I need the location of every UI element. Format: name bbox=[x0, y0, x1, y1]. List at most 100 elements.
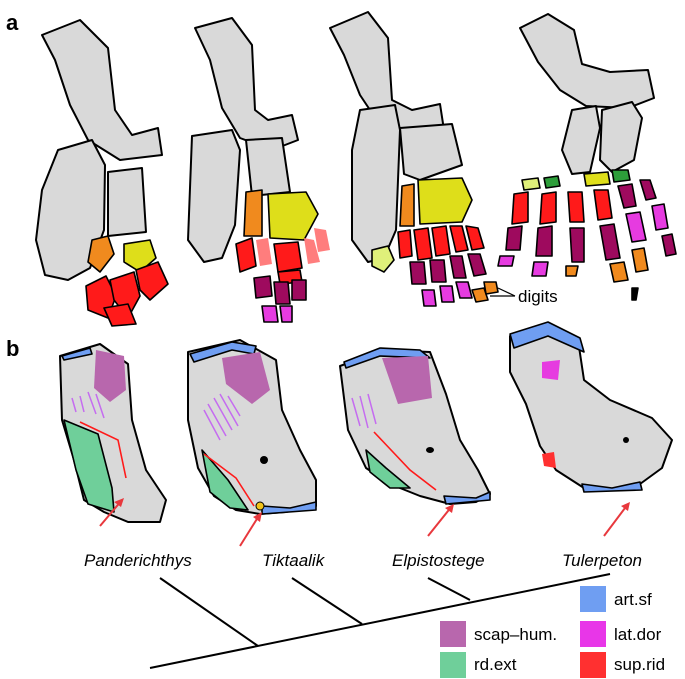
digit-a4-2b bbox=[535, 225, 553, 257]
ulna-a4 bbox=[599, 101, 643, 173]
digit-a4-tip bbox=[631, 287, 639, 301]
branch-panderichthys bbox=[159, 577, 259, 647]
legend-label-scap-hum: scap–hum. bbox=[474, 625, 557, 644]
humerus-a4 bbox=[519, 13, 655, 109]
foramen-b2 bbox=[260, 456, 268, 464]
sup-rid-b2 bbox=[203, 453, 255, 507]
rd-ext-b1 bbox=[63, 419, 115, 513]
radial-a1-2 bbox=[109, 271, 141, 319]
orange-digit-a3-1 bbox=[471, 287, 489, 303]
digit-a4-5b bbox=[625, 211, 647, 243]
radial-a1-4 bbox=[103, 303, 137, 327]
legend: art.sf scap–hum. lat.dor rd.ext sup.rid bbox=[440, 586, 665, 678]
yellow-dot-b2 bbox=[255, 501, 265, 511]
digit-a4-6b bbox=[651, 203, 669, 231]
taxon-tulerpeton: Tulerpeton bbox=[562, 551, 642, 570]
arrow-4 bbox=[603, 503, 629, 537]
radial-a3-3 bbox=[431, 225, 451, 257]
maroon-a3-3 bbox=[449, 255, 467, 279]
radius-a1 bbox=[107, 167, 147, 237]
lat-dor-lines-b2 bbox=[203, 393, 241, 441]
digit-a4-4 bbox=[593, 189, 613, 221]
intermedium-a3 bbox=[417, 177, 473, 225]
pale-a4 bbox=[521, 177, 541, 191]
arrow-3-head bbox=[445, 504, 454, 513]
humerus-a2 bbox=[194, 17, 299, 151]
legend-swatch-lat-dor bbox=[580, 621, 606, 647]
art-sf-b4 bbox=[509, 321, 585, 353]
legend-label-art-sf: art.sf bbox=[614, 590, 652, 609]
pink-a2-3 bbox=[314, 228, 330, 252]
radial-a3-4 bbox=[449, 225, 469, 253]
fin-a1 bbox=[35, 19, 169, 327]
digit-a4-2c bbox=[531, 261, 549, 277]
digit-a4-1c bbox=[497, 255, 515, 267]
rd-ext-b3 bbox=[365, 449, 411, 489]
radius-a4 bbox=[561, 105, 601, 175]
scap-hum-b2 bbox=[222, 352, 270, 404]
legend-swatch-art-sf bbox=[580, 586, 606, 612]
sup-rid-b3 bbox=[373, 431, 437, 491]
radial-a3-5 bbox=[465, 225, 485, 251]
legend-label-rd-ext: rd.ext bbox=[474, 655, 517, 674]
radial-a2-2 bbox=[273, 241, 303, 273]
legend-swatch-scap-hum bbox=[440, 621, 466, 647]
foramen-b4 bbox=[623, 437, 629, 443]
green-a4 bbox=[543, 175, 561, 189]
fin-a4 bbox=[497, 13, 677, 301]
ulnare-a1 bbox=[87, 235, 115, 273]
humerus-a3 bbox=[329, 11, 445, 141]
arrow-2-head bbox=[253, 512, 262, 522]
magenta-a2-2 bbox=[279, 305, 293, 323]
digit-a4-3 bbox=[567, 191, 585, 223]
orange-digit-a3-2 bbox=[483, 281, 499, 295]
digit-a4-3c bbox=[565, 265, 579, 277]
radius-a2 bbox=[245, 137, 291, 197]
maroon-a2-3 bbox=[291, 279, 307, 301]
digit-a4-4c bbox=[609, 261, 629, 283]
lat-dor-b4 bbox=[542, 360, 560, 380]
pink-a2-1 bbox=[256, 238, 272, 266]
sup-rid-b4 bbox=[542, 452, 556, 468]
humerus-b3 bbox=[339, 347, 491, 505]
digit-a4-5 bbox=[617, 183, 637, 209]
radial-a3-1 bbox=[397, 229, 413, 259]
digit-a4-1b bbox=[505, 225, 523, 251]
radial-a2-1 bbox=[235, 237, 257, 273]
intermedium-a4 bbox=[583, 171, 611, 187]
legend-label-lat-dor: lat.dor bbox=[614, 625, 662, 644]
cladogram bbox=[149, 573, 611, 669]
digit-a4-5c bbox=[631, 247, 649, 273]
ulnare-a2 bbox=[243, 189, 263, 237]
digit-a4-4b bbox=[599, 223, 621, 261]
pink-a2-2 bbox=[304, 238, 320, 264]
humerus-b4 bbox=[509, 321, 673, 493]
taxon-tiktaalik: Tiktaalik bbox=[262, 551, 326, 570]
digit-a4-6 bbox=[639, 179, 657, 201]
maroon-a3-4 bbox=[467, 253, 487, 277]
branch-tiktaalik bbox=[291, 577, 363, 625]
green-a4-2 bbox=[611, 169, 631, 183]
sup-rid-b1 bbox=[79, 421, 127, 479]
art-sf-b4-bottom bbox=[581, 481, 643, 493]
fin-a2 bbox=[187, 17, 330, 323]
art-sf-b3 bbox=[343, 347, 431, 369]
digit-a4-1 bbox=[511, 191, 529, 225]
legend-swatch-sup-rid bbox=[580, 652, 606, 678]
humerus-b4-outline bbox=[509, 323, 673, 491]
arrow-3 bbox=[427, 505, 453, 537]
maroon-a3-1 bbox=[409, 261, 427, 285]
magenta-a3-1 bbox=[421, 289, 437, 307]
scap-hum-b1 bbox=[94, 350, 126, 402]
magenta-a2-1 bbox=[261, 305, 279, 323]
clade-backbone bbox=[149, 573, 611, 669]
art-sf-b1 bbox=[61, 347, 93, 361]
lat-dor-lines-b1 bbox=[71, 391, 105, 419]
humerus-a1 bbox=[41, 19, 163, 161]
foramen-b3 bbox=[426, 447, 434, 453]
lat-dor-lines-b3 bbox=[351, 393, 377, 429]
intermedium-a2 bbox=[267, 191, 319, 241]
radial-a3-2 bbox=[413, 227, 433, 261]
art-sf-b3-bottom bbox=[443, 491, 491, 505]
taxon-panderichthys: Panderichthys bbox=[84, 551, 192, 570]
